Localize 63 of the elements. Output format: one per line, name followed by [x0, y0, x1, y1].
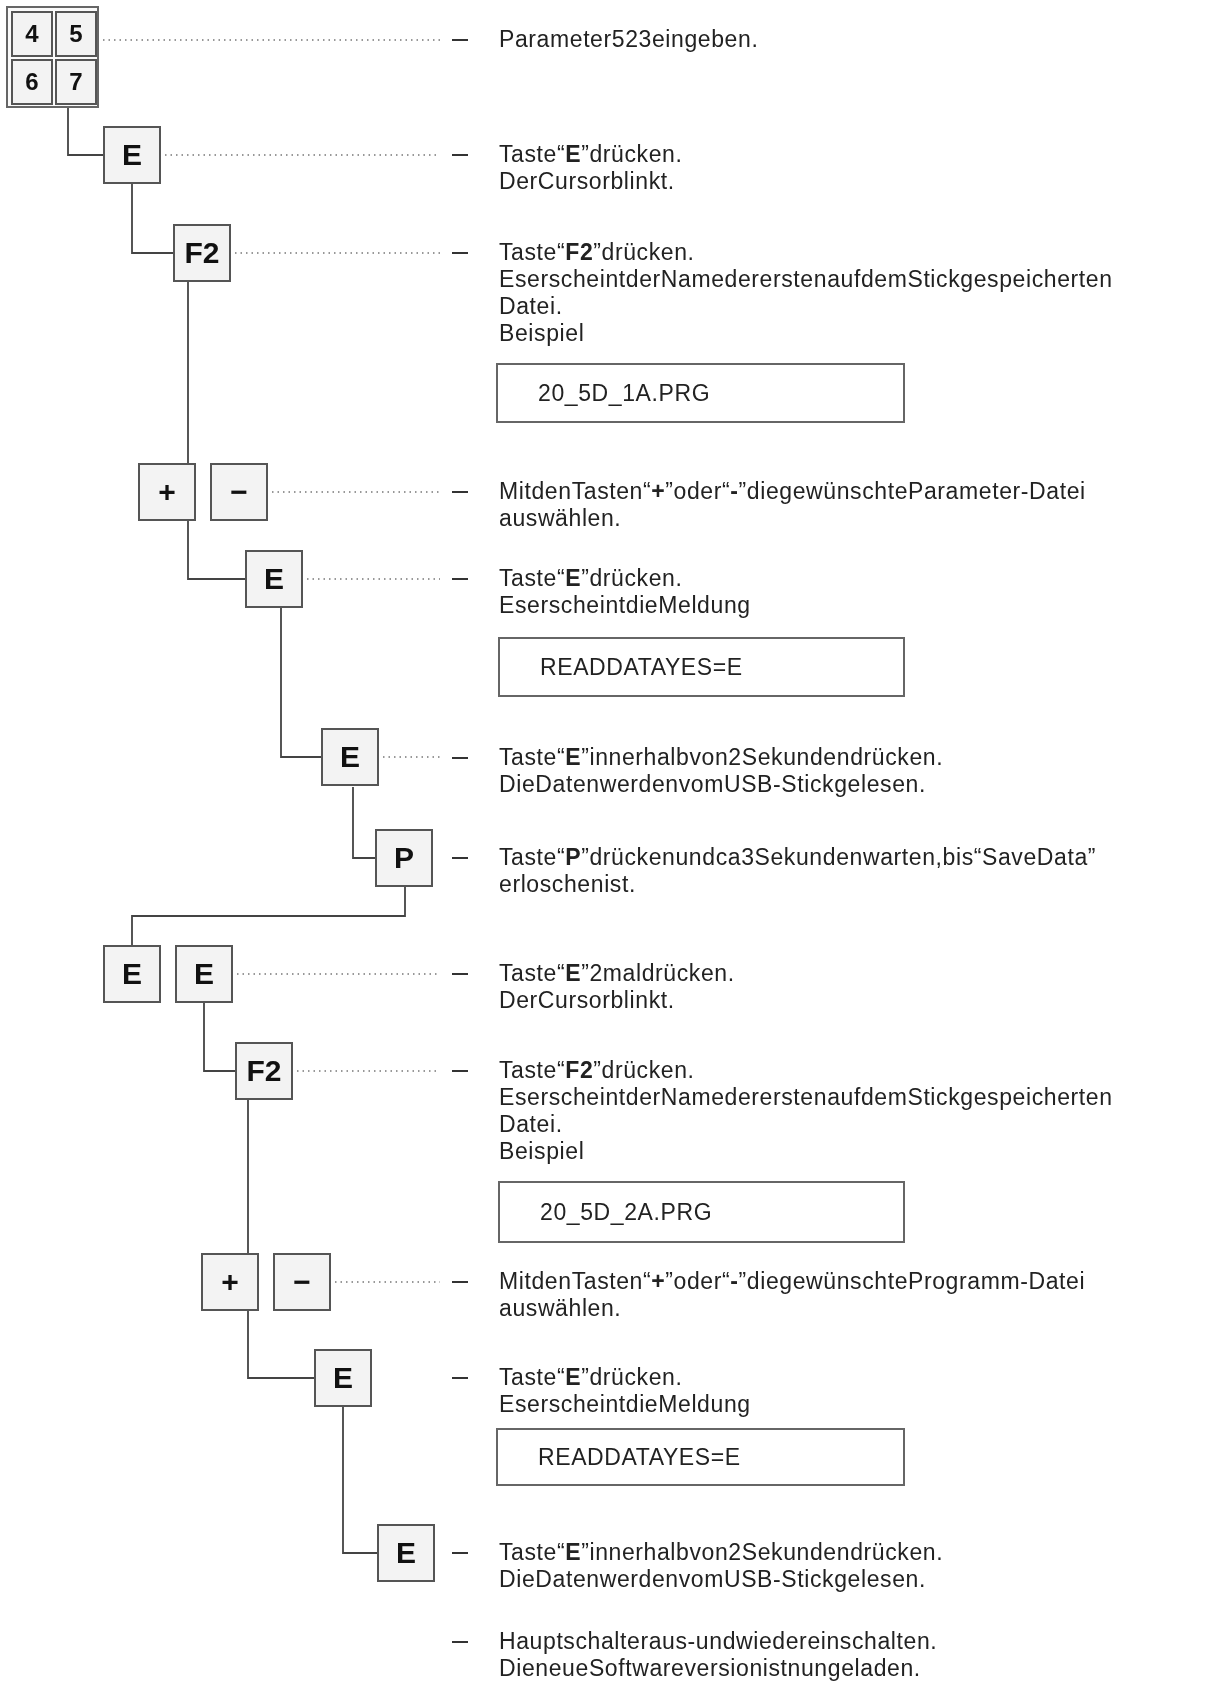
display-box: READDATAYES=E: [498, 637, 905, 697]
key: P: [375, 829, 433, 887]
leader-line: [382, 756, 441, 758]
connector-line: [342, 1406, 378, 1554]
connector-line: [131, 183, 174, 254]
leader-line: [306, 578, 441, 580]
instruction-text: EserscheintderNamedererstenaufdemStickgespeicherten Datei.: [499, 266, 1114, 320]
instruction-text: DerCursorblinkt.: [499, 168, 676, 195]
leader-line: [271, 491, 441, 493]
instruction-text: EserscheintdieMeldung: [499, 592, 752, 619]
instruction-text: DerCursorblinkt.: [499, 987, 676, 1014]
instruction-text: Taste“P”drückenundca3Sekundenwarten,bis“SaveData” erloschenist.: [499, 844, 1098, 898]
key: E: [245, 550, 303, 608]
instruction-text: DieDatenwerdenvomUSB-Stickgelesen.: [499, 771, 927, 798]
display-box: 20_5D_2A.PRG: [498, 1181, 905, 1243]
instruction-text: Taste“F2”drücken.: [499, 239, 696, 266]
key: −: [273, 1253, 331, 1311]
connector-line: [131, 886, 406, 946]
key: E: [377, 1524, 435, 1582]
instruction-text: Beispiel: [499, 320, 586, 347]
key: F2: [235, 1042, 293, 1100]
key: E: [175, 945, 233, 1003]
key: 7: [55, 59, 97, 105]
keypad: [6, 6, 99, 108]
key: 5: [55, 11, 97, 57]
connector-line: [280, 607, 322, 758]
instruction-text: Taste“E”innerhalbvon2Sekundendrücken.: [499, 744, 945, 771]
key: 4: [11, 11, 53, 57]
key: E: [103, 126, 161, 184]
key: E: [103, 945, 161, 1003]
instruction-text: DieDatenwerdenvomUSB-Stickgelesen.: [499, 1566, 927, 1593]
connector-line: [203, 1002, 236, 1072]
instruction-text: Beispiel: [499, 1138, 586, 1165]
instruction-text: EserscheintderNamedererstenaufdemStickgespeicherten Datei.: [499, 1084, 1114, 1138]
leader-line: [234, 252, 441, 254]
key: E: [321, 728, 379, 786]
instruction-text: Taste“E”innerhalbvon2Sekundendrücken.: [499, 1539, 945, 1566]
instruction-text: DieneueSoftwareversionistnungeladen.: [499, 1655, 922, 1682]
instruction-text: MitdenTasten“+”oder“-”diegewünschteParameter-Datei auswählen.: [499, 478, 1087, 532]
key: −: [210, 463, 268, 521]
connector-line: [187, 281, 189, 464]
instruction-text: Taste“E”2maldrücken.: [499, 960, 736, 987]
instruction-text: Taste“F2”drücken.: [499, 1057, 696, 1084]
leader-line: [102, 39, 441, 41]
key: +: [201, 1253, 259, 1311]
connector-line: [247, 1310, 315, 1379]
key: E: [314, 1349, 372, 1407]
instruction-text: Taste“E”drücken.: [499, 565, 684, 592]
connector-line: [247, 1099, 249, 1254]
key: F2: [173, 224, 231, 282]
connector-line: [67, 107, 104, 156]
key: +: [138, 463, 196, 521]
instruction-text: Taste“E”drücken.: [499, 141, 684, 168]
key: 6: [11, 59, 53, 105]
connector-line: [187, 520, 246, 580]
display-box: 20_5D_1A.PRG: [496, 363, 905, 423]
instruction-text: Hauptschalteraus-undwiedereinschalten.: [499, 1628, 939, 1655]
display-box: READDATAYES=E: [496, 1428, 905, 1486]
instruction-text: EserscheintdieMeldung: [499, 1391, 752, 1418]
connector-line: [352, 786, 376, 859]
instruction-text: Parameter523eingeben.: [499, 26, 760, 53]
instruction-text: MitdenTasten“+”oder“-”diegewünschteProgramm-Datei auswählen.: [499, 1268, 1087, 1322]
instruction-text: Taste“E”drücken.: [499, 1364, 684, 1391]
